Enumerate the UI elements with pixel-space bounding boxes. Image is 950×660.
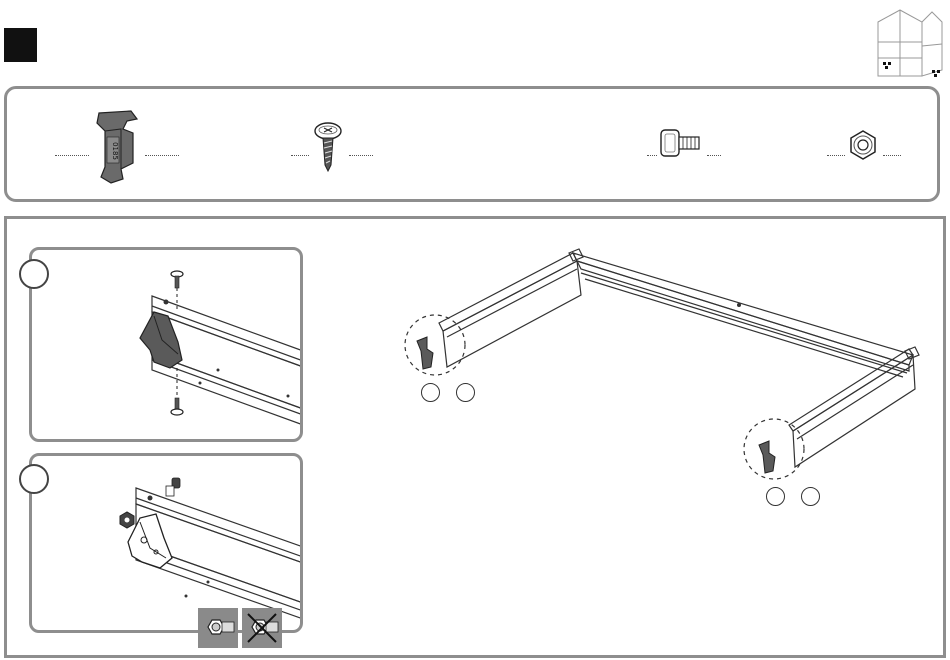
parts-panel: 0185: [4, 86, 940, 202]
assembly-panel: [4, 216, 946, 658]
ref-circle-left-2: [456, 383, 475, 402]
detail-bracket-screws: [29, 247, 303, 442]
corner-bracket-icon: 0185: [93, 107, 143, 187]
shed-thumbnail-icon: [866, 2, 946, 82]
ref-circle-left-1: [421, 383, 440, 402]
wrench-correct-icon: [198, 608, 238, 648]
screw-icon: [313, 121, 343, 173]
hex-nut-icon: [847, 129, 879, 161]
bracket-code: 0185: [111, 142, 119, 160]
step-marker: [4, 28, 37, 62]
detail-a-badge: [19, 259, 49, 289]
ref-circle-right-1: [766, 487, 785, 506]
base-frame-drawing: [387, 239, 927, 499]
wrench-incorrect-icon: [242, 608, 282, 648]
detail-bracket-bolt-nut: [29, 453, 303, 633]
square-bolt-icon: [659, 127, 703, 161]
detail-b-badge: [19, 464, 49, 494]
ref-circle-right-2: [801, 487, 820, 506]
